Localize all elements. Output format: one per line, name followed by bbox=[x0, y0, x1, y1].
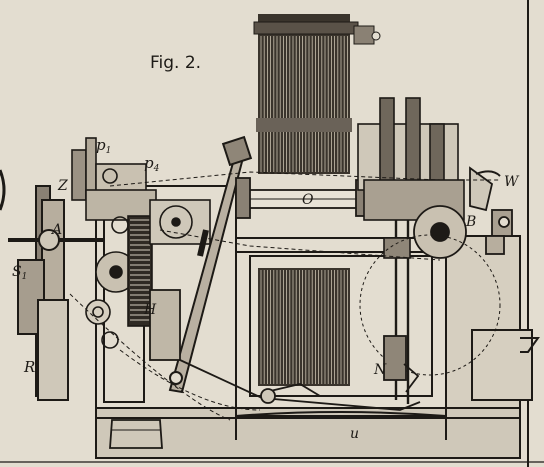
main-frame bbox=[95, 185, 540, 459]
right-drive bbox=[359, 166, 513, 376]
figure-caption: Fig. 2. bbox=[150, 53, 201, 73]
label-u: u bbox=[350, 426, 359, 442]
label-p1: p1 bbox=[96, 136, 111, 156]
inclined-lever bbox=[168, 135, 253, 394]
belt-dashes bbox=[69, 171, 500, 421]
gear-cluster-left bbox=[85, 199, 211, 349]
label-n: N bbox=[373, 362, 387, 378]
label-s1: S1 bbox=[12, 264, 27, 282]
warp-threads-upper bbox=[253, 14, 381, 174]
label-a: A bbox=[50, 222, 62, 238]
label-b: B bbox=[465, 214, 476, 230]
label-o: O bbox=[302, 192, 314, 208]
lower-mechanism bbox=[109, 289, 421, 449]
warp-threads-lower bbox=[258, 268, 350, 386]
label-w: W bbox=[504, 174, 520, 190]
figure-labels: p1 p4 Z A S1 R H O B W N u bbox=[12, 136, 520, 442]
flywheel-assembly bbox=[0, 169, 104, 401]
label-z: Z bbox=[57, 178, 68, 194]
label-p4: p4 bbox=[144, 154, 160, 174]
label-r: R bbox=[23, 358, 35, 376]
label-h: H bbox=[143, 302, 157, 318]
